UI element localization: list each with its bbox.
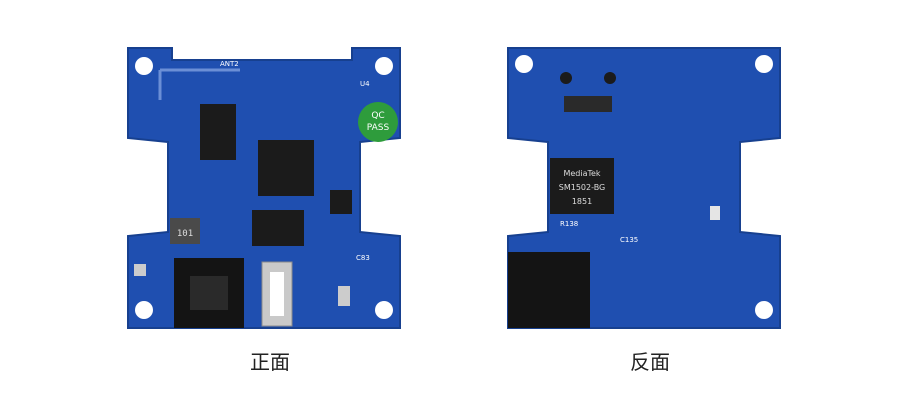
inductor-label: 101 bbox=[177, 229, 193, 239]
back-board-image: MediaTek SM1502-BG 1851 R138 C135 bbox=[507, 47, 781, 329]
chip-date: 1851 bbox=[572, 197, 592, 206]
front-board-panel: 101 QC PASS ANT2 U4 C83 C86 R1076 R1075 bbox=[120, 0, 420, 340]
mount-hole bbox=[135, 57, 153, 75]
back-board-panel: MediaTek SM1502-BG 1851 R138 C135 bbox=[500, 0, 800, 340]
mount-hole bbox=[135, 301, 153, 319]
rj45-opening bbox=[190, 276, 228, 310]
connector-block bbox=[564, 96, 612, 112]
component-dot bbox=[560, 72, 572, 84]
qc-pass-sticker bbox=[358, 102, 398, 142]
rj45-back bbox=[508, 252, 590, 328]
back-caption: 反面 bbox=[630, 350, 670, 374]
chip-model: SM1502-BG bbox=[559, 183, 606, 192]
ant-label: ANT2 bbox=[220, 60, 239, 68]
antenna-trace bbox=[158, 68, 240, 100]
chip-brand: MediaTek bbox=[563, 169, 600, 178]
c135-label: C135 bbox=[620, 236, 638, 244]
front-board-image: 101 QC PASS ANT2 U4 C83 C86 R1076 R1075 bbox=[127, 47, 401, 336]
smd-component bbox=[710, 206, 720, 220]
ethernet-chip bbox=[252, 210, 304, 246]
mount-hole bbox=[755, 55, 773, 73]
r1076-label: R1076 bbox=[320, 328, 343, 336]
pass-text: PASS bbox=[367, 123, 390, 133]
mount-hole bbox=[515, 55, 533, 73]
c83-label: C83 bbox=[356, 254, 370, 262]
qc-text: QC bbox=[371, 111, 384, 121]
usb-inner bbox=[270, 272, 284, 316]
c86-label: C86 bbox=[290, 328, 304, 336]
mount-hole bbox=[375, 301, 393, 319]
flash-chip bbox=[200, 104, 236, 160]
small-ic bbox=[330, 190, 352, 214]
mount-hole bbox=[755, 301, 773, 319]
reset-button bbox=[134, 264, 146, 276]
inductor bbox=[170, 218, 200, 244]
r1075-label: R1075 bbox=[260, 328, 283, 336]
component-dot bbox=[604, 72, 616, 84]
soc-chip bbox=[258, 140, 314, 196]
slide-switch bbox=[338, 286, 350, 306]
mount-hole bbox=[375, 57, 393, 75]
u4-label: U4 bbox=[360, 80, 370, 88]
r138-label: R138 bbox=[560, 220, 578, 228]
ethernet-switch-chip bbox=[550, 158, 614, 214]
front-caption: 正面 bbox=[250, 350, 290, 374]
